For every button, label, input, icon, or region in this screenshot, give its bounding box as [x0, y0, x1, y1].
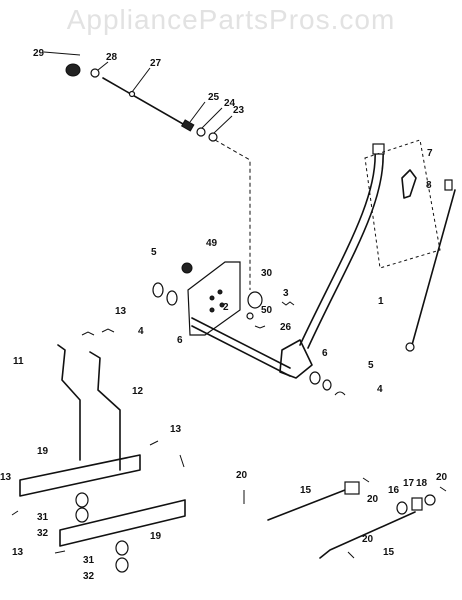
- cross-shaft: [191, 317, 291, 369]
- label-16: 16: [388, 485, 400, 496]
- label-20-a: 20: [236, 470, 248, 481]
- bushing-part: [247, 291, 263, 309]
- label-4: 4: [138, 326, 144, 337]
- label-31-upper: 31: [37, 512, 49, 523]
- link-rod-15b: [319, 511, 416, 559]
- washer-right: [309, 371, 321, 385]
- label-27: 27: [150, 58, 162, 69]
- spring-part: [401, 169, 417, 199]
- label-18: 18: [416, 478, 428, 489]
- label-13-bottom: 13: [12, 547, 24, 558]
- label-20-d: 20: [362, 534, 374, 545]
- label-17: 17: [403, 478, 415, 489]
- label-50: 50: [261, 305, 273, 316]
- label-6: 6: [177, 335, 183, 346]
- label-5: 5: [151, 247, 157, 258]
- rod-part: [102, 77, 191, 129]
- lever-handle-edge: [307, 149, 384, 349]
- bushing-31a: [75, 492, 89, 508]
- label-13-left: 13: [0, 472, 12, 483]
- label-24: 24: [224, 98, 236, 109]
- label-8: 8: [426, 180, 432, 191]
- lift-link-12: [89, 351, 121, 471]
- label-19-left: 19: [37, 446, 49, 457]
- clips-13: [11, 440, 185, 554]
- lift-bar-lower: [59, 499, 186, 547]
- washer-part-3: [208, 132, 218, 142]
- label-32-upper: 32: [37, 528, 49, 539]
- lower-linkage: [243, 477, 447, 559]
- label-13-top: 13: [115, 306, 127, 317]
- label-20-b: 20: [367, 494, 379, 505]
- rod-collar: [128, 90, 136, 98]
- label-3: 3: [283, 288, 289, 299]
- label-25: 25: [208, 92, 220, 103]
- rod-1: [411, 189, 456, 346]
- bushing-32a: [75, 507, 89, 523]
- label-4-right: 4: [377, 384, 383, 395]
- lift-bar-upper: [19, 454, 141, 497]
- label-26: 26: [280, 322, 292, 333]
- bracket-plate-assembly: [152, 261, 346, 396]
- bushing-31b: [115, 540, 129, 556]
- link-bracket: [344, 481, 360, 495]
- bushing-right: [322, 379, 332, 391]
- lever-handle: [299, 149, 376, 346]
- clips-13-top: [81, 328, 115, 336]
- label-15-upper: 15: [300, 485, 312, 496]
- washer-part: [90, 68, 100, 78]
- label-13-mid: 13: [170, 424, 182, 435]
- label-31-lower: 31: [83, 555, 95, 566]
- main-lever: [279, 139, 441, 379]
- spring-dashed-box: [364, 139, 441, 269]
- lever-base-bracket: [279, 339, 313, 379]
- label-32-lower: 32: [83, 571, 95, 582]
- label-23: 23: [233, 105, 245, 116]
- label-11: 11: [13, 356, 24, 367]
- cross-shaft-edge: [191, 325, 291, 377]
- bushing-32b: [115, 557, 129, 573]
- clip-right: [334, 391, 346, 396]
- link-rod-15a: [267, 487, 356, 521]
- label-49: 49: [206, 238, 218, 249]
- upper-rod-assembly: [43, 51, 251, 290]
- label-30: 30: [261, 268, 273, 279]
- bushing-left: [152, 282, 164, 298]
- label-19-right: 19: [150, 531, 162, 542]
- rod-1-top: [444, 179, 453, 191]
- bracket-17: [411, 497, 423, 511]
- label-15-lower: 15: [383, 547, 395, 558]
- part-labels: 29 28 27 25 24 23 7 8 49 30 3 50 26 2 5 …: [0, 48, 448, 582]
- bushing-18: [424, 494, 436, 506]
- rod-1-assembly: [405, 179, 456, 352]
- washer-16: [396, 501, 408, 515]
- label-5-right: 5: [368, 360, 374, 371]
- label-28: 28: [106, 52, 118, 63]
- spacer-part: [181, 262, 193, 274]
- clips-20: [243, 477, 447, 559]
- rod-1-end: [405, 342, 415, 352]
- nut-part: [180, 119, 195, 132]
- label-1: 1: [378, 296, 384, 307]
- spring-pin-3: [281, 301, 295, 306]
- label-6-right: 6: [322, 348, 328, 359]
- lift-arms-assembly: [11, 328, 186, 573]
- dashed-guide: [214, 139, 251, 290]
- nut-part-50: [246, 312, 254, 320]
- washer-part-2: [196, 127, 206, 137]
- lift-link-11: [57, 344, 81, 461]
- label-20-c: 20: [436, 472, 448, 483]
- label-29: 29: [33, 48, 45, 59]
- washer-left: [166, 290, 178, 306]
- label-7: 7: [427, 148, 433, 159]
- pin-26: [254, 325, 266, 329]
- label-2: 2: [223, 302, 229, 313]
- knob-part: [65, 63, 81, 77]
- watermark: AppliancePartsPros.com: [66, 4, 396, 35]
- label-12: 12: [132, 386, 144, 397]
